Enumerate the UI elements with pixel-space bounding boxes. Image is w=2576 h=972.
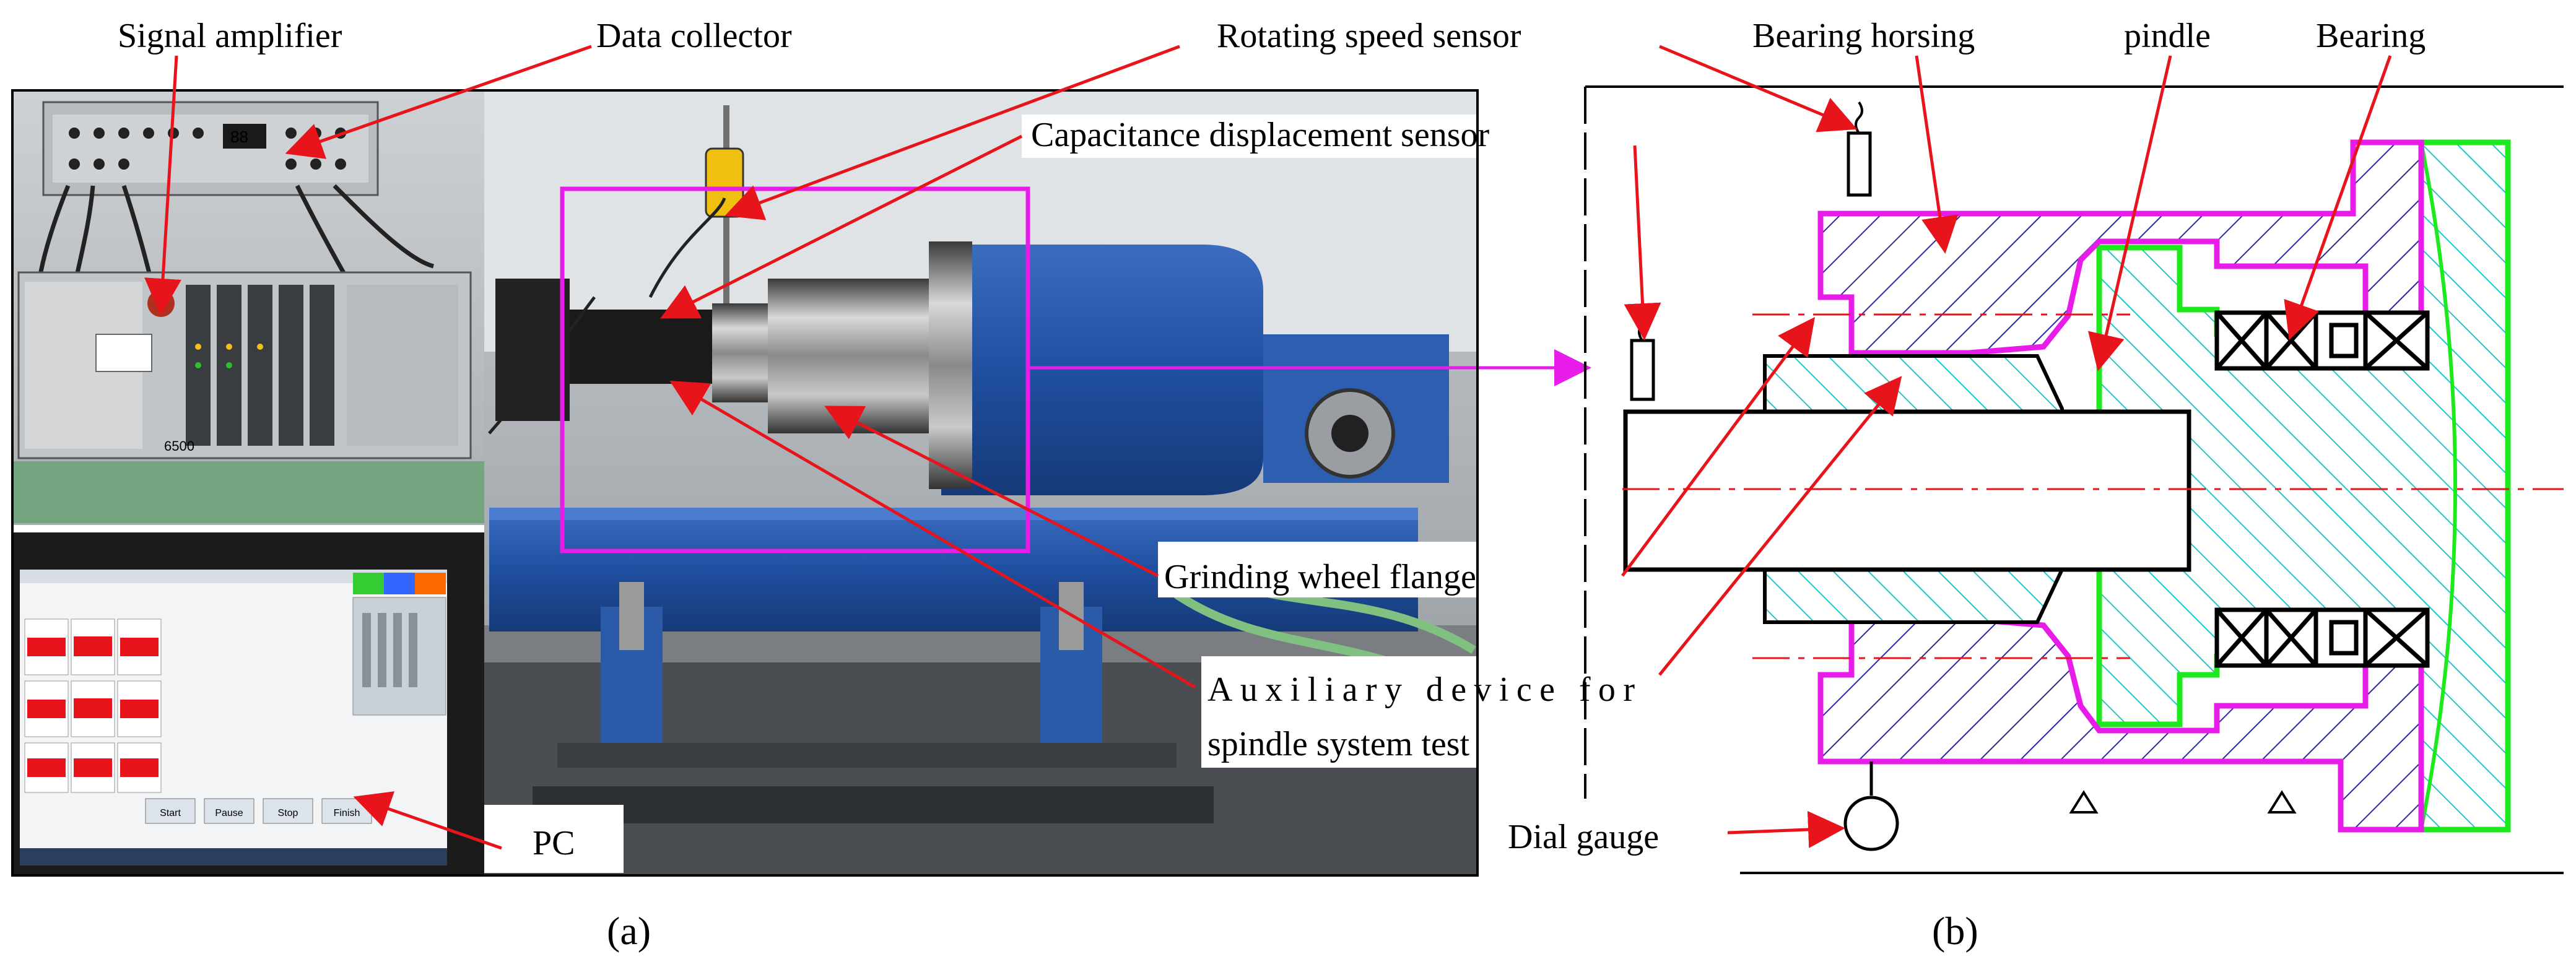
support-triangle-1 — [2069, 790, 2099, 814]
speed-sensor-symbol — [1847, 101, 1872, 197]
grinding-wheel-flange-photo — [570, 310, 718, 384]
pc-monitor-photo: Start Pause Stop Finish — [14, 532, 484, 874]
center-lines — [1622, 313, 2564, 659]
bearing-housing-upper — [1817, 139, 2424, 356]
pc-stop-button[interactable]: Stop — [278, 808, 298, 818]
panel-b-labels: Bearing horsing pindle Bearing Dial gaug… — [1508, 17, 2426, 856]
collector-modules — [186, 285, 458, 446]
label-signal-amplifier: Signal amplifier — [118, 17, 342, 55]
label-rotating-speed-sensor: Rotating speed sensor — [1217, 17, 1521, 55]
bearing-housing-lower — [1817, 616, 2424, 833]
pc-start-button[interactable]: Start — [160, 808, 181, 818]
panel-a-labels: Signal amplifier Data collector Rotating… — [118, 17, 1635, 862]
caption-b: (b) — [1932, 909, 1978, 953]
label-grinding-wheel-flange: Grinding wheel flange — [1164, 558, 1476, 596]
arrow-signal-amplifier — [144, 55, 181, 316]
spindle-shaft-photo — [768, 279, 954, 433]
collector-model: 6500 — [164, 438, 194, 454]
label-dial-gauge: Dial gauge — [1508, 818, 1659, 856]
arrow-dial-gauge — [1727, 810, 1845, 848]
arrow-rotating-speed-sensor-b — [1659, 45, 1858, 132]
dial-gauge-symbol — [1843, 762, 1899, 851]
label-pindle: pindle — [2124, 17, 2211, 55]
label-data-collector: Data collector — [596, 17, 792, 55]
pc-finish-button[interactable]: Finish — [334, 808, 360, 818]
arrow-rotating-speed-sensor-a — [724, 45, 1180, 220]
bearing-upper — [2214, 310, 2430, 371]
arrow-bearing-horsing — [1915, 55, 1959, 254]
label-capacitance-sensor: Capacitance displacement sensor — [1031, 116, 1489, 154]
label-pc: PC — [533, 824, 575, 862]
arrow-auxiliary-device-b — [1658, 376, 1902, 676]
arrow-grinding-wheel-flange-b — [1621, 316, 1815, 577]
arrow-capacitance-sensor-a — [660, 134, 1023, 319]
support-triangle-2 — [2267, 790, 2297, 814]
label-bearing-horsing: Bearing horsing — [1752, 17, 1975, 55]
arrow-data-collector — [285, 45, 592, 159]
spindle-bore — [1623, 409, 2191, 572]
spindle-housing-blue — [941, 245, 1263, 495]
arrow-pindle — [2087, 55, 2172, 371]
bearing-lower — [2214, 607, 2430, 668]
amplifier-display: 88 — [230, 128, 248, 146]
label-bearing: Bearing — [2316, 17, 2426, 55]
speed-sensor-body — [705, 147, 744, 218]
arrow-grinding-wheel-flange-a — [824, 406, 1159, 578]
arrow-bearing — [2284, 55, 2392, 341]
annotation-arrows — [144, 45, 2392, 850]
pc-plot-grid — [24, 618, 162, 793]
pc-pause-button[interactable]: Pause — [215, 808, 243, 818]
label-auxiliary-line2: spindle system test — [1208, 725, 1470, 763]
instrument-photo: 88 — [14, 92, 484, 525]
caption-a: (a) — [607, 909, 651, 953]
cross-section-panel-b — [1584, 85, 2564, 874]
arrow-capacitance-sensor-b — [1624, 145, 1661, 341]
panel-a-frame — [11, 89, 1479, 877]
arrow-pc — [353, 791, 502, 850]
arrow-auxiliary-device-a — [669, 380, 1196, 689]
